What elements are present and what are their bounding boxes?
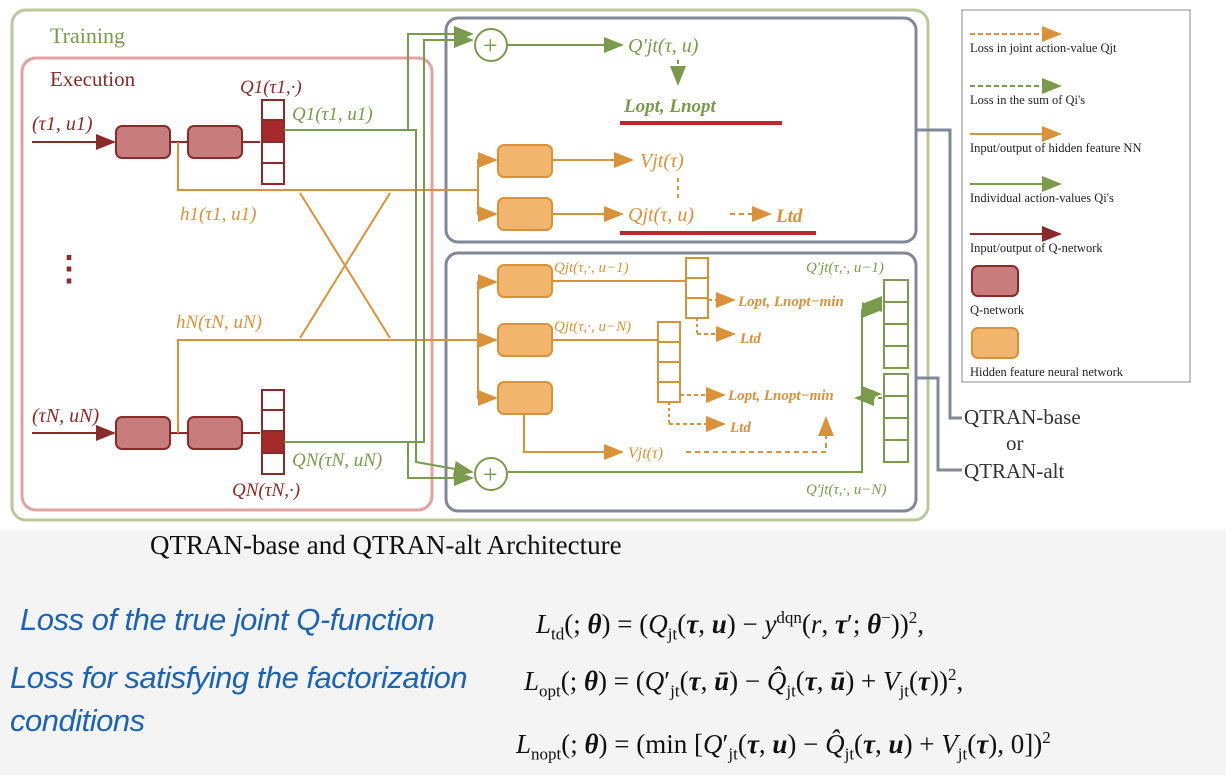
input-1-label: (τ1, u1)	[32, 113, 93, 135]
alt-qprime-minusN-label: Q′jt(τ,·, u−N)	[806, 482, 886, 498]
equation-ltd: Ltd(; θ) = (Qjt(τ, u) − ydqn(r, τ′; θ−))…	[536, 608, 924, 644]
figure-caption: QTRAN-base and QTRAN-alt Architecture	[150, 530, 622, 560]
top-vjt-label: Vjt(τ)	[640, 150, 684, 172]
loss-factorization-description-line2: conditions	[10, 703, 145, 738]
q1-vector-label: Q1(τ1,·)	[240, 77, 302, 98]
q1-value-label: Q1(τ1, u1)	[292, 104, 373, 125]
qtran-alt-label: QTRAN-alt	[964, 459, 1064, 483]
legend-item-0: Loss in joint action-value Qjt	[970, 41, 1117, 55]
top-loss-opt-label: Lopt, Lnopt	[623, 96, 717, 117]
loss-factorization-description-line1: Loss for satisfying the factorization	[10, 660, 468, 695]
hN-label: hN(τN, uN)	[176, 312, 262, 333]
alt-ltd-1-label: Ltd	[739, 331, 761, 347]
training-box	[10, 8, 930, 522]
qtran-base-label: QTRAN-base	[964, 405, 1081, 429]
qN-vector-label: QN(τN,·)	[232, 480, 300, 501]
sum-node-top: +	[474, 28, 508, 62]
alt-ltd-2-label: Ltd	[729, 420, 751, 436]
alt-hidden-net-3	[497, 381, 553, 415]
agent-1-qnet-block-1	[115, 125, 171, 159]
legend-item-1: Loss in the sum of Qi's	[970, 93, 1085, 107]
agent-1-q-vector	[261, 99, 285, 185]
alt-qjt-minusN-label: Qjt(τ,·, u−N)	[554, 319, 631, 335]
legend-item-5: Q-network	[970, 303, 1025, 317]
h1-label: h1(τ1, u1)	[180, 204, 256, 225]
legend-item-3: Individual action-values Qi's	[970, 191, 1114, 205]
alt-qprime-minus1-label: Q′jt(τ,·, u−1)	[806, 260, 884, 276]
alt-qjt-vector-1	[685, 257, 709, 319]
top-qprime-label: Q′jt(τ, u)	[628, 35, 699, 57]
alt-qprime-vector-2	[883, 373, 909, 463]
qtran-architecture-diagram: Training Execution (τ1, u1) Q1(τ1,·) Q1(…	[0, 0, 1226, 530]
training-label: Training	[50, 23, 125, 48]
alt-hidden-net-1	[497, 264, 553, 298]
execution-label: Execution	[50, 67, 136, 91]
alt-qprime-vector-1	[883, 279, 909, 369]
vertical-dots: ⋮	[52, 251, 86, 288]
execution-box	[20, 56, 434, 512]
alt-hidden-net-2	[497, 323, 553, 357]
svg-text:+: +	[483, 31, 498, 60]
equation-lnopt: Lnopt(; θ) = (min [Q′jt(τ, u) − Q̂jt(τ, …	[516, 728, 1051, 764]
loss-td-description: Loss of the true joint Q-function	[20, 602, 435, 637]
legend: Loss in joint action-value Qjt Loss in t…	[961, 9, 1191, 383]
top-qjt-label: Qjt(τ, u)	[628, 204, 694, 226]
or-label: or	[1006, 431, 1024, 455]
svg-text:+: +	[483, 460, 498, 489]
base-hidden-net-2	[497, 197, 553, 231]
qtran-alt-box	[444, 251, 918, 513]
agent-N-q-vector	[261, 389, 285, 475]
base-hidden-net-1	[497, 144, 553, 178]
alt-qjt-minus1-label: Qjt(τ,·, u−1)	[554, 260, 629, 276]
agent-1-qnet-block-2	[187, 125, 243, 159]
alt-loss-2-label: Lopt, Lnopt−min	[727, 388, 834, 404]
alt-loss-1-label: Lopt, Lnopt−min	[737, 294, 844, 310]
input-N-label: (τN, uN)	[32, 405, 99, 427]
legend-item-2: Input/output of hidden feature NN	[970, 141, 1141, 155]
top-ltd-label: Ltd	[775, 206, 803, 227]
alt-qjt-vector-2	[657, 321, 681, 403]
sum-node-bottom: +	[474, 457, 508, 491]
alt-vjt-label: Vjt(τ)	[628, 445, 663, 462]
agent-N-qnet-block-1	[115, 416, 171, 450]
legend-item-4: Input/output of Q-network	[970, 241, 1103, 255]
legend-item-6: Hidden feature neural network	[970, 365, 1124, 379]
agent-N-qnet-block-2	[187, 416, 243, 450]
qN-value-label: QN(τN, uN)	[292, 450, 382, 471]
equation-lopt: Lopt(; θ) = (Q′jt(τ, ū) − Q̂jt(τ, ū) + V…	[524, 665, 964, 701]
